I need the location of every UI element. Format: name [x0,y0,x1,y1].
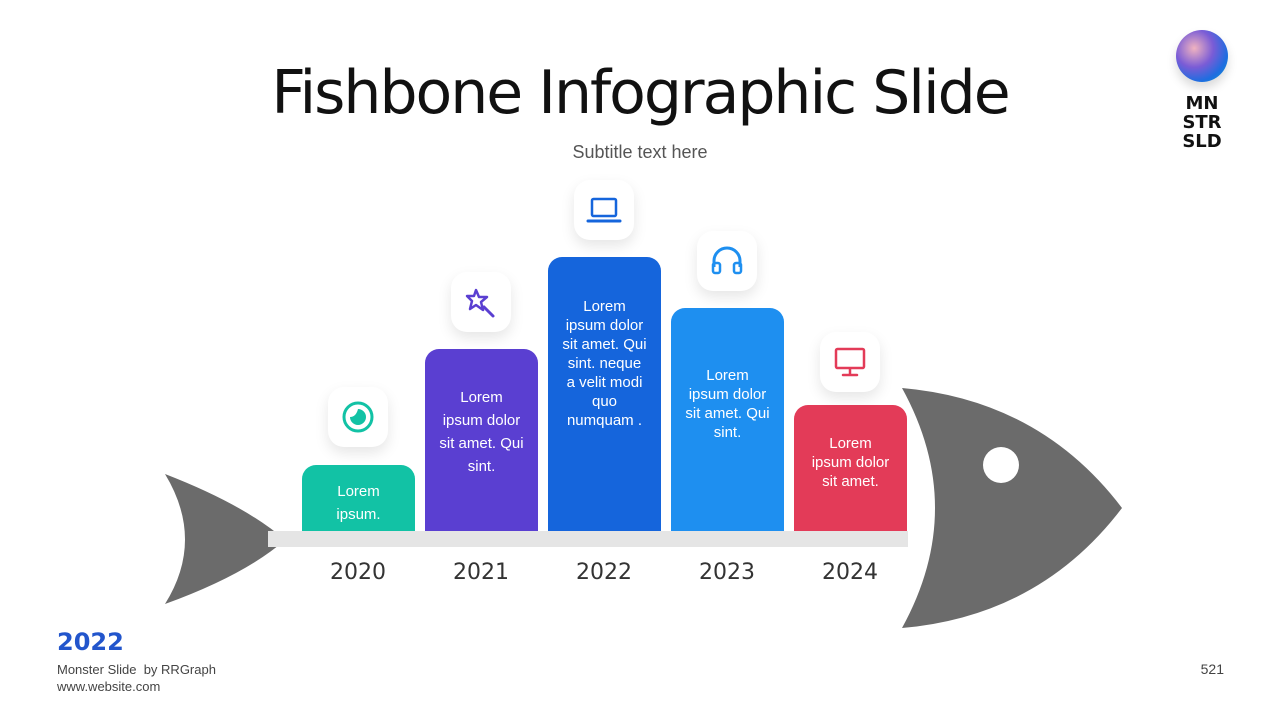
icon-tile-2020 [328,387,388,447]
fish-eye [983,447,1019,483]
bar-text-2022: Lorem ipsum dolor sit amet. Qui sint. ne… [562,298,647,429]
bar-2023: Lorem ipsum dolor sit amet. Qui sint. [671,308,784,531]
bar-text-2023: Lorem ipsum dolor sit amet. Qui sint. [685,367,770,441]
icon-tile-2021 [451,272,511,332]
icon-tile-2022 [574,180,634,240]
fish-head [902,388,1122,628]
icon-tile-2024 [820,332,880,392]
fish-tail [165,474,285,604]
year-label-2021: 2021 [453,560,509,585]
logo-line-1: MN [1185,93,1219,114]
icon-tile-2023 [697,231,757,291]
bar-text-2021: Lorem ipsum dolor sit amet. Qui sint. [439,389,524,475]
footer-website: www.website.com [57,679,161,694]
bar-2021: Lorem ipsum dolor sit amet. Qui sint. [425,349,538,531]
monitor-icon [834,347,866,377]
footer-year: 2022 [57,628,124,656]
logo-wordmark: MN STR SLD [1170,94,1234,151]
page-subtitle: Subtitle text here [572,142,708,162]
footer-credit: Monster Slide by RRGraph [57,662,216,677]
bar-2022: Lorem ipsum dolor sit amet. Qui sint. ne… [548,257,661,531]
page-title: Fishbone Infographic Slide [271,58,1010,128]
year-label-2022: 2022 [576,560,632,585]
star-wand-icon [465,288,495,318]
year-label-2024: 2024 [822,560,878,585]
bar-2024: Lorem ipsum dolor sit amet. [794,405,907,531]
bar-text-2024: Lorem ipsum dolor sit amet. [811,435,890,490]
year-label-2023: 2023 [699,560,755,585]
bar-2020: Lorem ipsum. [302,465,415,531]
headphones-icon [711,246,743,275]
logo-line-2: STR [1182,112,1222,133]
circle-pie-icon [342,401,374,433]
laptop-icon [586,197,622,223]
bar-text-2020: Lorem ipsum. [336,483,381,523]
page-number: 521 [1200,661,1224,677]
logo-sphere [1176,30,1228,82]
year-label-2020: 2020 [330,560,386,585]
logo-line-3: SLD [1182,131,1222,152]
fish-spine [268,531,908,547]
